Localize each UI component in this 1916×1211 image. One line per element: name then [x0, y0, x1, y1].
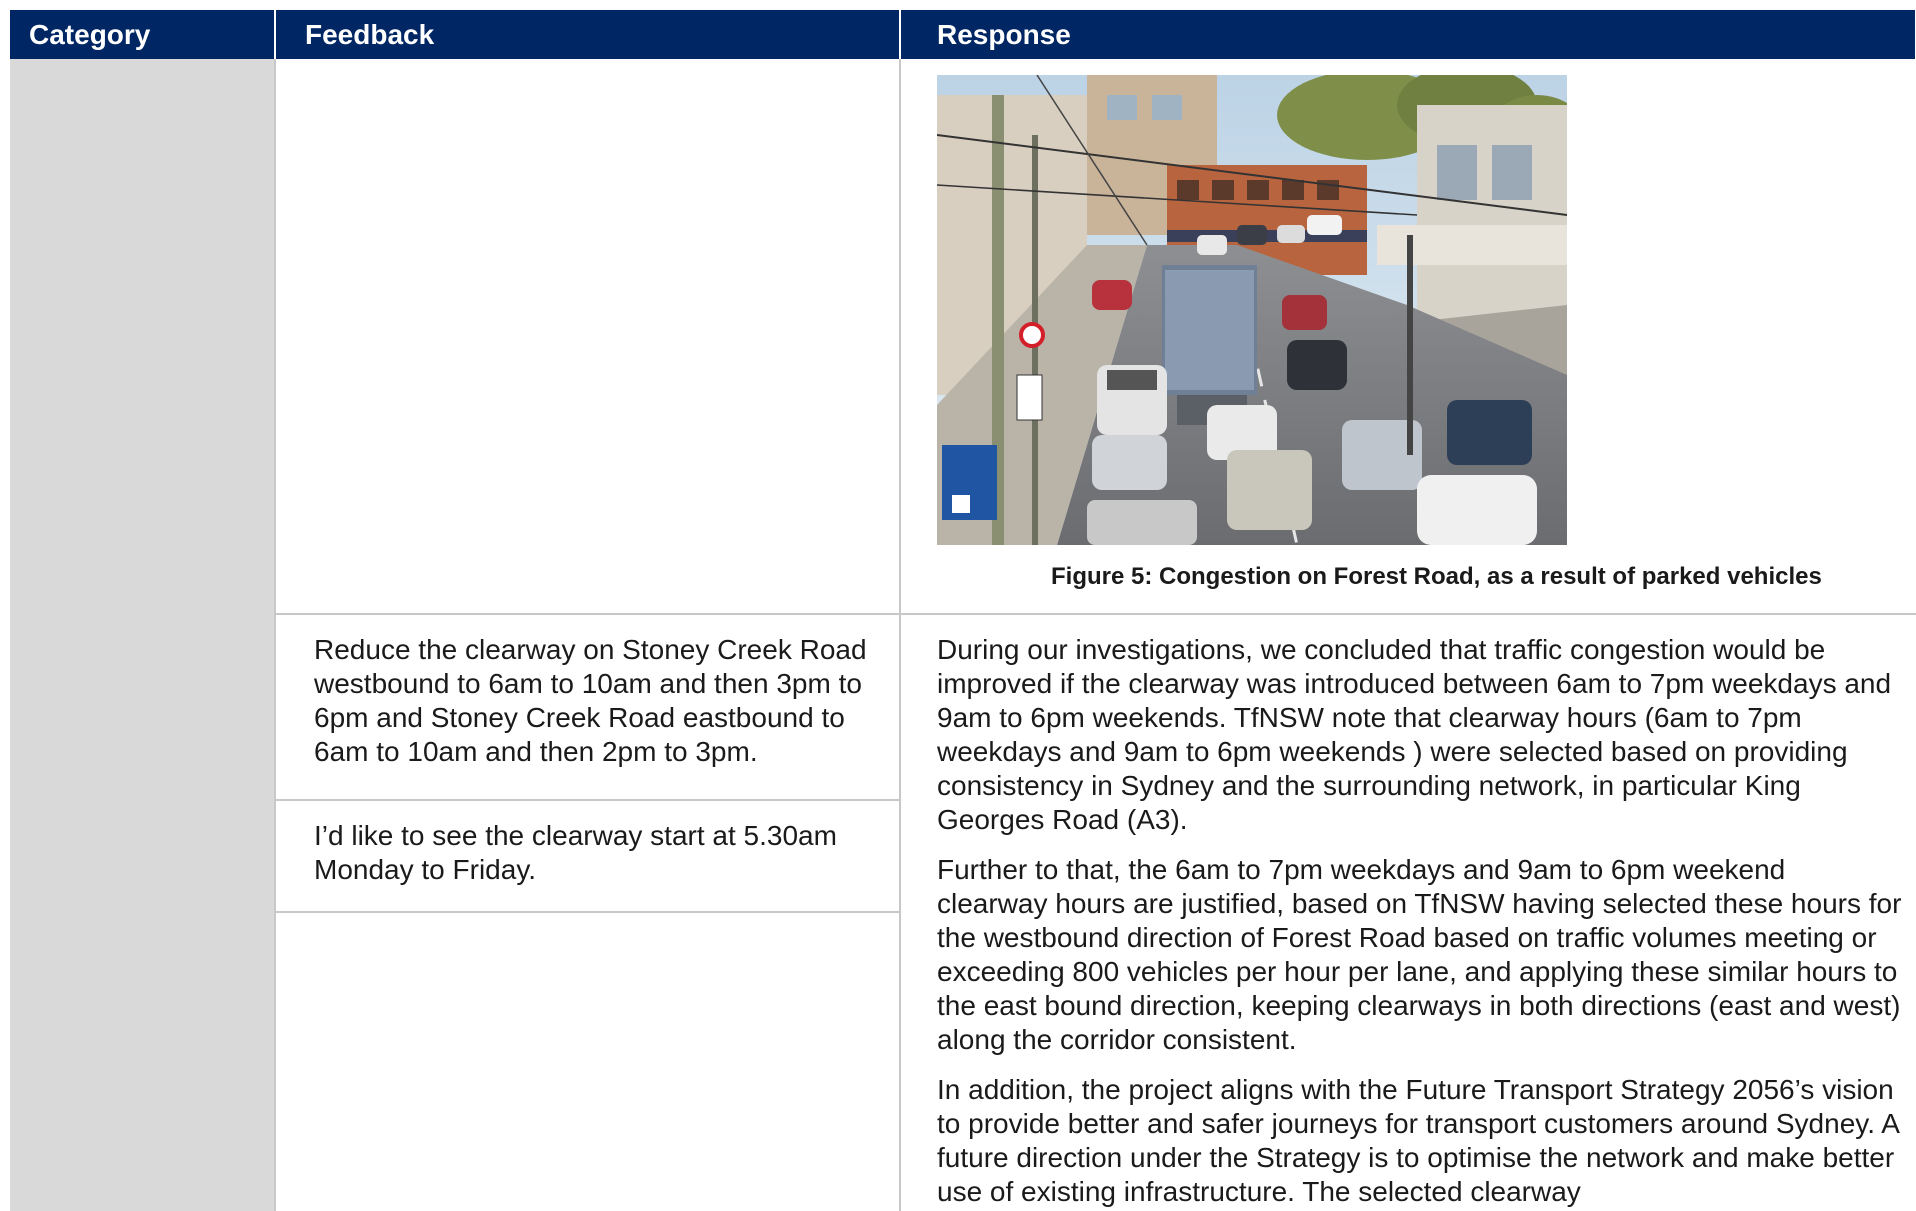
response-text: During our investigations, we concluded …: [901, 615, 1916, 1209]
category-cell: [10, 59, 276, 1211]
response-cell-figure: Figure 5: Congestion on Forest Road, as …: [900, 59, 1916, 615]
congestion-photo: [937, 75, 1567, 545]
response-cell: During our investigations, we concluded …: [900, 614, 1916, 1211]
feedback-table: Category Feedback Response: [10, 10, 1916, 1211]
figure-caption: Figure 5: Congestion on Forest Road, as …: [1051, 563, 1822, 590]
header-category: Category: [10, 10, 276, 59]
feedback-item: Reduce the clearway on Stoney Creek Road…: [276, 615, 899, 801]
response-paragraph: In addition, the project aligns with the…: [937, 1074, 1899, 1207]
header-feedback: Feedback: [275, 10, 901, 59]
response-paragraph: Further to that, the 6am to 7pm weekdays…: [937, 854, 1902, 1055]
feedback-item: I’d like to see the clearway start at 5.…: [276, 801, 899, 913]
table-row: Reduce the clearway on Stoney Creek Road…: [10, 614, 1916, 1211]
header-response: Response: [900, 10, 1916, 59]
response-paragraph: During our investigations, we concluded …: [937, 634, 1892, 835]
table-header-row: Category Feedback Response: [10, 10, 1916, 59]
feedback-cell-empty: [275, 59, 901, 615]
table-row: Figure 5: Congestion on Forest Road, as …: [10, 59, 1916, 1211]
feedback-cell: Reduce the clearway on Stoney Creek Road…: [275, 614, 901, 1211]
